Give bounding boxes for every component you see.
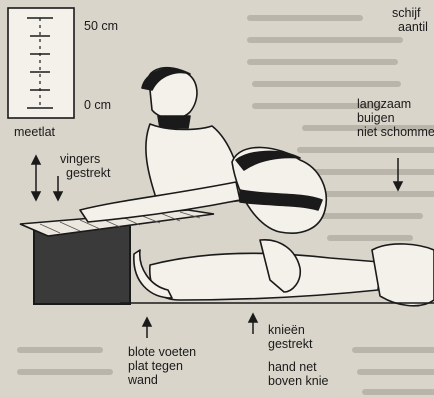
ruler-top-value: 50 cm <box>84 19 118 33</box>
ruler-bottom-value: 0 cm <box>84 98 111 112</box>
label-knees-1: knieën <box>268 323 305 337</box>
label-fingers-1: vingers <box>60 152 100 166</box>
ruler-caption: meetlat <box>14 125 55 139</box>
ruler-inset <box>8 8 74 118</box>
label-fingers-2: gestrekt <box>66 166 110 180</box>
label-feet-2: plat tegen <box>128 359 183 373</box>
label-slow-bend-3: niet schommelen <box>357 125 434 139</box>
label-top-right-1: schijf <box>392 6 420 20</box>
label-knees-2: gestrekt <box>268 337 312 351</box>
label-hand-1: hand net <box>268 360 317 374</box>
label-slow-bend-1: langzaam <box>357 97 411 111</box>
label-feet-3: wand <box>128 373 158 387</box>
label-feet-1: blote voeten <box>128 345 196 359</box>
label-slow-bend-2: buigen <box>357 111 395 125</box>
label-top-right-2: aantil <box>398 20 428 34</box>
label-hand-2: boven knie <box>268 374 328 388</box>
background-page-text <box>20 18 434 392</box>
